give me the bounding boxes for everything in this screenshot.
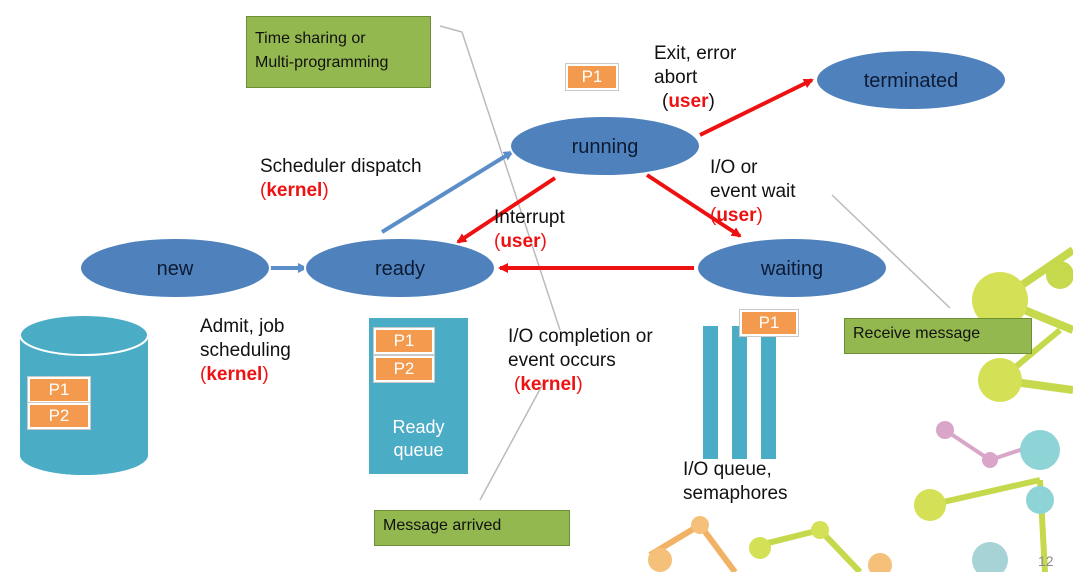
label-dispatch-line1: Scheduler dispatch xyxy=(260,156,422,177)
label-admit-actor-wrap: (kernel) xyxy=(200,364,269,385)
label-interrupt-line1: Interrupt xyxy=(494,207,565,228)
label-dispatch: Scheduler dispatch (kernel) xyxy=(260,155,422,203)
note-message-arrived-text: Message arrived xyxy=(383,517,502,534)
state-new: new xyxy=(79,237,271,299)
label-exit: Exit, error abort (user) xyxy=(654,42,736,114)
state-new-label: new xyxy=(157,258,194,280)
label-io-complete-line1: I/O completion or xyxy=(508,326,653,347)
label-interrupt-actor-wrap: (user) xyxy=(494,231,547,252)
label-io-wait-actor: user xyxy=(716,205,757,226)
io-queue-label-line2: semaphores xyxy=(683,483,788,504)
label-interrupt-actor: user xyxy=(500,231,541,252)
note-time-sharing-line2: Multi-programming xyxy=(255,54,389,71)
decorative-molecule-graphic xyxy=(648,246,1073,572)
note-time-sharing-line1: Time sharing or xyxy=(255,30,366,47)
label-admit-line1: Admit, job xyxy=(200,316,285,337)
label-exit-line1: Exit, error xyxy=(654,43,737,64)
ready-queue-label-line2: queue xyxy=(393,440,444,460)
io-queue-label: I/O queue, semaphores xyxy=(683,458,788,506)
state-ready-label: ready xyxy=(375,258,425,280)
page-number: 12 xyxy=(1038,553,1054,569)
ready-queue-label: Ready queue xyxy=(369,416,468,462)
label-dispatch-actor-wrap: (kernel) xyxy=(260,180,329,201)
label-exit-line2: abort xyxy=(654,67,698,88)
label-io-wait: I/O or event wait (user) xyxy=(710,156,796,228)
arrow-running-to-terminated xyxy=(699,78,814,137)
label-io-wait-line2: event wait xyxy=(710,181,796,202)
label-exit-actor-wrap: (user) xyxy=(662,91,715,112)
state-waiting: waiting xyxy=(696,237,888,299)
state-ready: ready xyxy=(304,237,496,299)
state-terminated: terminated xyxy=(815,49,1007,111)
note-receive-message: Receive message xyxy=(844,318,1032,354)
state-waiting-label: waiting xyxy=(760,258,823,280)
io-queue-label-line1: I/O queue, xyxy=(683,459,772,480)
state-terminated-label: terminated xyxy=(864,70,959,92)
ready-queue-tag-2: P2 xyxy=(373,355,435,383)
arrow-running-to-waiting xyxy=(645,173,742,238)
storage-process-tag-2: P2 xyxy=(27,402,91,430)
arrow-running-to-ready xyxy=(456,176,557,244)
label-admit-line2: scheduling xyxy=(200,340,291,361)
label-io-complete-actor-wrap: (kernel) xyxy=(514,374,583,395)
io-queue-process-tag: P1 xyxy=(739,309,799,337)
label-io-complete-line2: event occurs xyxy=(508,350,616,371)
note-message-arrived: Message arrived xyxy=(374,510,570,546)
label-io-wait-actor-wrap: (user) xyxy=(710,205,763,226)
label-exit-actor: user xyxy=(668,91,709,112)
label-admit-actor: kernel xyxy=(206,364,263,385)
label-dispatch-actor: kernel xyxy=(266,180,323,201)
state-running: running xyxy=(509,115,701,177)
storage-process-tag-1: P1 xyxy=(27,376,91,404)
io-queue-bars xyxy=(701,324,778,461)
state-running-label: running xyxy=(572,136,639,158)
ready-queue-label-line1: Ready xyxy=(392,417,445,437)
note-connector-lines xyxy=(439,25,951,501)
label-io-wait-line1: I/O or xyxy=(710,157,758,178)
label-admit: Admit, job scheduling (kernel) xyxy=(200,315,291,387)
ready-queue-tag-1: P1 xyxy=(373,327,435,355)
arrow-ready-to-running xyxy=(380,150,514,234)
label-interrupt: Interrupt (user) xyxy=(494,206,565,254)
note-receive-message-text: Receive message xyxy=(853,325,981,342)
label-io-complete-actor: kernel xyxy=(520,374,577,395)
label-io-complete: I/O completion or event occurs (kernel) xyxy=(508,325,653,397)
running-process-tag: P1 xyxy=(565,63,619,91)
note-time-sharing: Time sharing or Multi-programming xyxy=(246,16,431,88)
